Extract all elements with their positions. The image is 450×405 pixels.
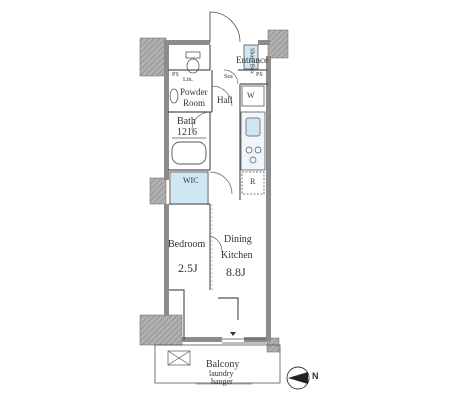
toilet-fixture bbox=[185, 51, 201, 74]
label-laundry: laundry bbox=[209, 369, 234, 378]
entrance-door-swing bbox=[209, 11, 241, 43]
shoes-box bbox=[243, 44, 259, 70]
room-label-dk-size: 8.8J bbox=[226, 265, 246, 279]
room-label-bath-line2: 1216 bbox=[177, 127, 197, 138]
room-label-dining: Dining bbox=[224, 234, 252, 245]
north-compass-icon bbox=[286, 366, 310, 390]
room-label-powder-line1: Powder bbox=[180, 87, 208, 97]
pillar-bottom-left bbox=[139, 314, 183, 346]
room-label-balcony: Balcony bbox=[206, 359, 240, 370]
balcony-area bbox=[154, 344, 281, 384]
room-label-lin: Lin. bbox=[183, 77, 193, 83]
balcony-drain bbox=[167, 350, 191, 366]
cooktop-fixture bbox=[245, 146, 262, 164]
washer-space bbox=[241, 85, 265, 107]
room-label-bedroom: Bedroom bbox=[168, 239, 206, 250]
room-label-bedroom-size: 2.5J bbox=[178, 261, 198, 275]
north-label: N bbox=[312, 371, 319, 381]
room-label-powder-line2: Room bbox=[183, 98, 206, 108]
room-label-ps-right: PS bbox=[256, 72, 263, 78]
pillar-top-left bbox=[139, 37, 167, 77]
room-label-wic: WIC bbox=[183, 176, 199, 185]
room-label-ps-left: PS bbox=[172, 72, 179, 78]
room-label-shoes-box: Shoes Box bbox=[248, 48, 255, 74]
balcony-window bbox=[222, 338, 266, 344]
room-label-hall: Hall bbox=[217, 95, 233, 105]
room-label-w: W bbox=[247, 91, 255, 100]
room-label-r: R bbox=[250, 177, 256, 186]
interior-door-swings bbox=[191, 69, 239, 253]
label-hanger: hanger bbox=[211, 377, 233, 386]
exterior-walls bbox=[164, 40, 271, 342]
room-label-entrance: Entrance bbox=[236, 55, 268, 65]
sink-fixture bbox=[245, 117, 261, 137]
pillar-top-right bbox=[267, 29, 289, 59]
basin-fixture bbox=[169, 88, 179, 104]
window-marker bbox=[230, 332, 236, 336]
wic-closet bbox=[171, 173, 207, 203]
fridge-space bbox=[241, 171, 265, 195]
pillar-left-mid bbox=[149, 177, 167, 205]
room-label-sea: Sea bbox=[224, 74, 233, 80]
room-label-kitchen: Kitchen bbox=[221, 250, 253, 261]
bathtub-fixture bbox=[171, 141, 207, 165]
room-label-bath-line1: Bath bbox=[177, 116, 196, 127]
interior-walls bbox=[168, 45, 268, 340]
